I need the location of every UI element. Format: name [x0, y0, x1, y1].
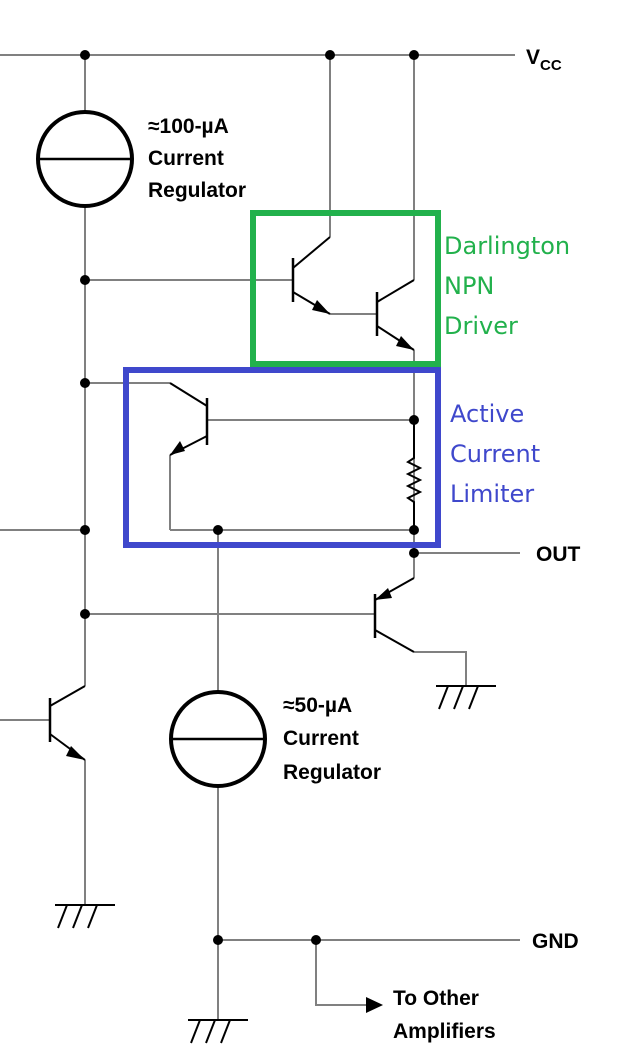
- svg-text:Current: Current: [148, 147, 224, 170]
- active-current-limiter-box: [123, 367, 441, 548]
- svg-text:Amplifiers: Amplifiers: [393, 1020, 496, 1043]
- svg-text:≈50-µA: ≈50-µA: [283, 694, 352, 717]
- darlington-driver-box: [250, 210, 441, 367]
- gnd-label: GND: [532, 930, 579, 953]
- output-pulldown-transistor: [373, 577, 415, 653]
- ground-symbol-left: [55, 904, 115, 929]
- darlington-label: Darlington NPN Driver: [444, 232, 570, 340]
- darlington-q1-transistor: [291, 236, 331, 315]
- svg-text:Darlington: Darlington: [444, 232, 570, 260]
- reg50-label: ≈50-µA Current Regulator: [283, 694, 381, 784]
- other-amps-arrow: [366, 997, 383, 1013]
- ground-symbol-bottom: [188, 1019, 248, 1044]
- svg-text:≈100-µA: ≈100-µA: [148, 115, 229, 138]
- svg-text:Active: Active: [450, 400, 524, 428]
- svg-text:Current: Current: [450, 440, 540, 468]
- current-regulator-50ua: [169, 690, 267, 788]
- vcc-label: VCC: [526, 46, 562, 74]
- svg-text:Limiter: Limiter: [450, 480, 534, 508]
- svg-text:To Other: To Other: [393, 987, 479, 1010]
- left-input-transistor: [48, 685, 86, 761]
- svg-text:Driver: Driver: [444, 312, 518, 340]
- resistor: [405, 420, 423, 530]
- reg100-label: ≈100-µA Current Regulator: [148, 115, 246, 202]
- out-label: OUT: [536, 543, 581, 566]
- limiter-transistor: [169, 382, 209, 456]
- other-amps-label: To Other Amplifiers: [393, 987, 496, 1043]
- svg-text:Regulator: Regulator: [283, 761, 381, 784]
- limiter-label: Active Current Limiter: [450, 400, 540, 508]
- svg-text:NPN: NPN: [444, 272, 494, 300]
- current-regulator-100ua: [36, 110, 134, 208]
- other-amps-wire: [315, 940, 368, 1006]
- wires: [0, 54, 520, 1020]
- svg-text:Regulator: Regulator: [148, 179, 246, 202]
- darlington-q2-transistor: [375, 279, 415, 351]
- q-out-collector-wire: [414, 651, 467, 686]
- svg-text:Current: Current: [283, 727, 359, 750]
- junction-nodes: [80, 50, 419, 945]
- ground-symbol-output: [436, 685, 496, 710]
